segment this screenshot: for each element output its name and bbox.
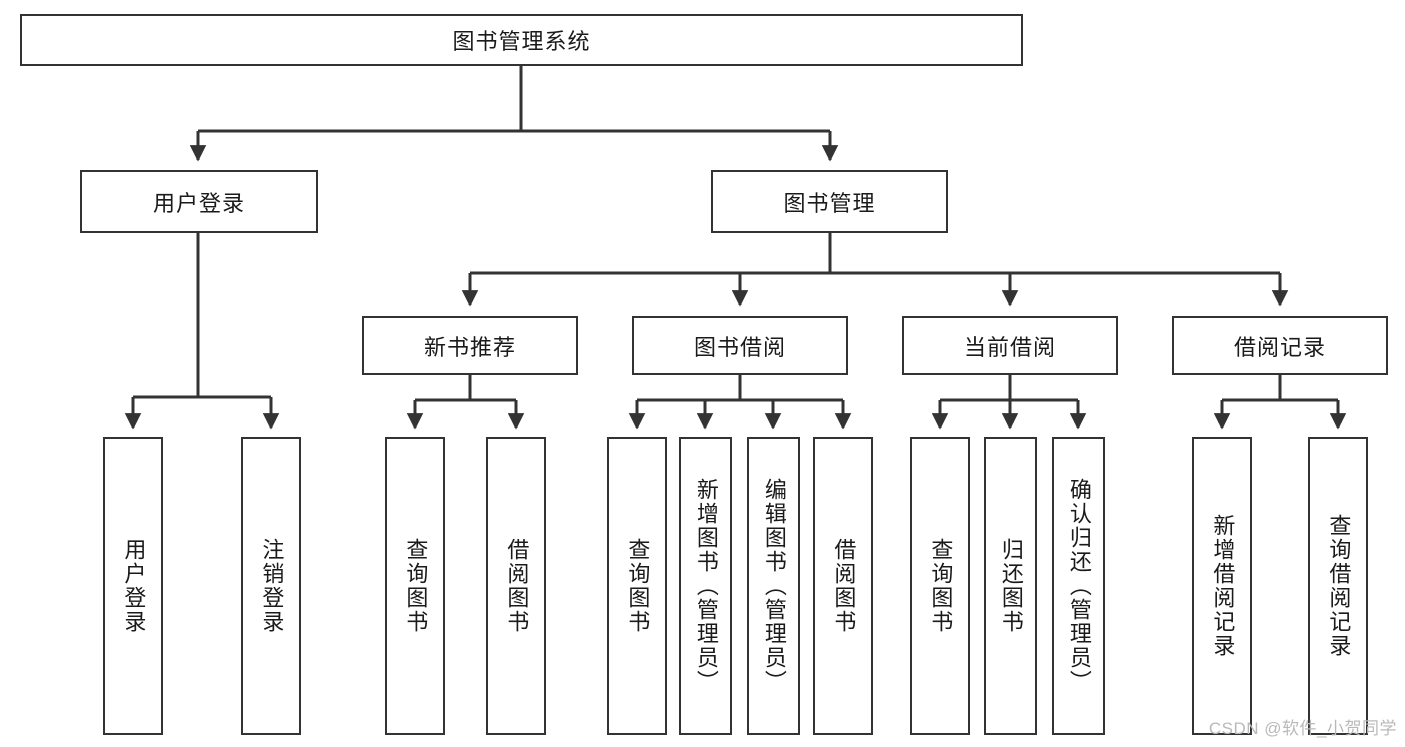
leaf-borrow-books[interactable]: 借阅图书: [813, 437, 873, 735]
node-label: 查询图书: [625, 538, 651, 634]
node-new-book-recommend[interactable]: 新书推荐: [362, 316, 578, 375]
leaf-query-books-recommend[interactable]: 查询图书: [385, 437, 445, 735]
node-label: 图书借阅: [693, 334, 786, 360]
node-label: 图书管理: [783, 190, 876, 216]
node-borrow-records[interactable]: 借阅记录: [1172, 316, 1388, 375]
csdn-watermark: CSDN @软件_小贺同学: [1208, 719, 1397, 738]
node-label: 查询图书: [403, 538, 429, 634]
node-book-management[interactable]: 图书管理: [711, 170, 948, 233]
leaf-return-books[interactable]: 归还图书: [984, 437, 1037, 735]
leaf-logout[interactable]: 注销登录: [241, 437, 301, 735]
leaf-edit-book-admin[interactable]: 编辑图书（管理员）: [747, 437, 800, 735]
node-label: 用户登录: [152, 190, 245, 216]
leaf-add-borrow-record[interactable]: 新增借阅记录: [1192, 437, 1252, 735]
leaf-borrow-books-recommend[interactable]: 借阅图书: [486, 437, 546, 735]
leaf-confirm-return-admin[interactable]: 确认归还（管理员）: [1052, 437, 1105, 735]
leaf-query-borrow-record[interactable]: 查询借阅记录: [1308, 437, 1368, 735]
node-label: 当前借阅: [963, 334, 1056, 360]
node-label: 借阅记录: [1233, 334, 1326, 360]
node-root-system[interactable]: 图书管理系统: [20, 14, 1023, 66]
node-label: 新增借阅记录: [1210, 514, 1236, 658]
node-label: 查询图书: [928, 538, 954, 634]
leaf-query-books-current[interactable]: 查询图书: [910, 437, 970, 735]
node-label: 新增图书（管理员）: [693, 478, 719, 694]
node-label: 确认归还（管理员）: [1066, 478, 1092, 694]
node-label: 借阅图书: [831, 538, 857, 634]
node-label: 新书推荐: [423, 334, 516, 360]
node-label: 注销登录: [259, 538, 285, 634]
leaf-add-book-admin[interactable]: 新增图书（管理员）: [679, 437, 732, 735]
leaf-query-books-borrow[interactable]: 查询图书: [607, 437, 667, 735]
node-label: 借阅图书: [504, 538, 530, 634]
node-label: 用户登录: [121, 538, 147, 634]
node-user-login[interactable]: 用户登录: [80, 170, 318, 233]
leaf-user-login[interactable]: 用户登录: [103, 437, 163, 735]
node-label: 归还图书: [998, 538, 1024, 634]
node-label: 图书管理系统: [452, 29, 591, 54]
node-label: 编辑图书（管理员）: [761, 478, 787, 694]
node-current-borrow[interactable]: 当前借阅: [902, 316, 1118, 375]
node-label: 查询借阅记录: [1326, 514, 1352, 658]
node-book-borrow[interactable]: 图书借阅: [632, 316, 848, 375]
